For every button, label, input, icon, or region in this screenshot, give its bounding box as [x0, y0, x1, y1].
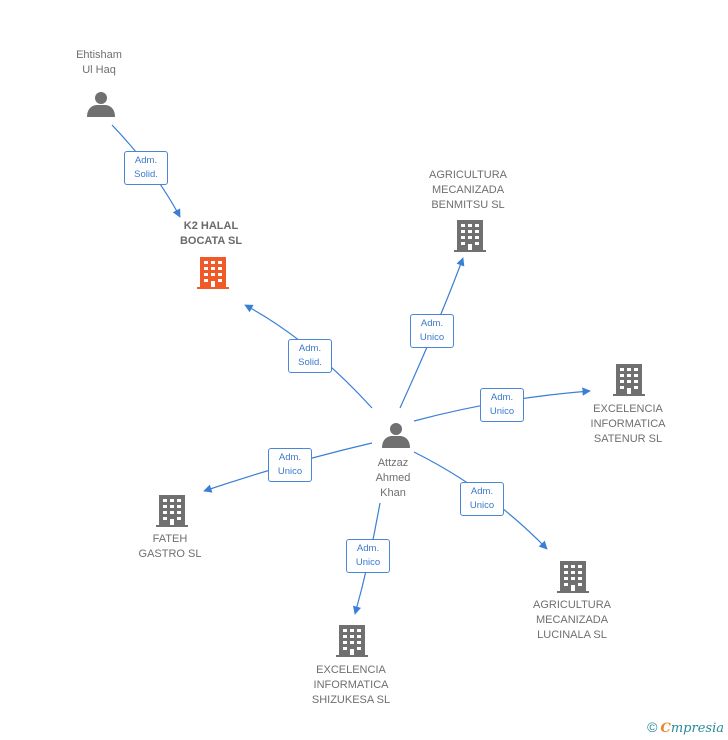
person-icon[interactable] [382, 423, 410, 448]
building-icon[interactable] [613, 364, 645, 396]
edge-label-attzaz-k2[interactable]: Adm. Solid. [288, 339, 332, 373]
building-icon[interactable] [336, 625, 368, 657]
node-label-fateh[interactable]: FATEH GASTRO SL [138, 533, 202, 560]
node-label-ehtisham[interactable]: Ehtisham Ul Haq [76, 49, 122, 76]
node-label-k2-halal-bocata[interactable]: K2 HALAL BOCATA SL [179, 220, 243, 247]
building-icon[interactable] [557, 561, 589, 593]
edge-label-attzaz-fateh[interactable]: Adm. Unico [268, 448, 312, 482]
edge-label-attzaz-benmitsu[interactable]: Adm. Unico [410, 314, 454, 348]
edge-label-attzaz-lucinala[interactable]: Adm. Unico [460, 482, 504, 516]
person-icon[interactable] [87, 92, 115, 117]
building-icon[interactable] [454, 220, 486, 252]
node-label-satenur[interactable]: EXCELENCIA INFORMATICA SATENUR SL [590, 403, 666, 445]
node-label-benmitsu[interactable]: AGRICULTURA MECANIZADA BENMITSU SL [428, 169, 508, 211]
node-label-attzaz[interactable]: Attzaz Ahmed Khan [375, 457, 411, 499]
building-icon[interactable] [156, 495, 188, 527]
brand-logo-text: mpresia [670, 721, 724, 736]
footer-brand[interactable]: ©Cmpresia [647, 719, 724, 736]
building-icon[interactable] [197, 257, 229, 289]
brand-logo-initial: C [660, 721, 671, 736]
node-label-shizukesa[interactable]: EXCELENCIA INFORMATICA SHIZUKESA SL [311, 664, 391, 706]
node-label-lucinala[interactable]: AGRICULTURA MECANIZADA LUCINALA SL [532, 599, 612, 641]
copyright-symbol: © [647, 719, 658, 735]
edge-label-attzaz-satenur[interactable]: Adm. Unico [480, 388, 524, 422]
edge-label-ehtisham-k2[interactable]: Adm. Solid. [124, 151, 168, 185]
edge-label-attzaz-shizukesa[interactable]: Adm. Unico [346, 539, 390, 573]
